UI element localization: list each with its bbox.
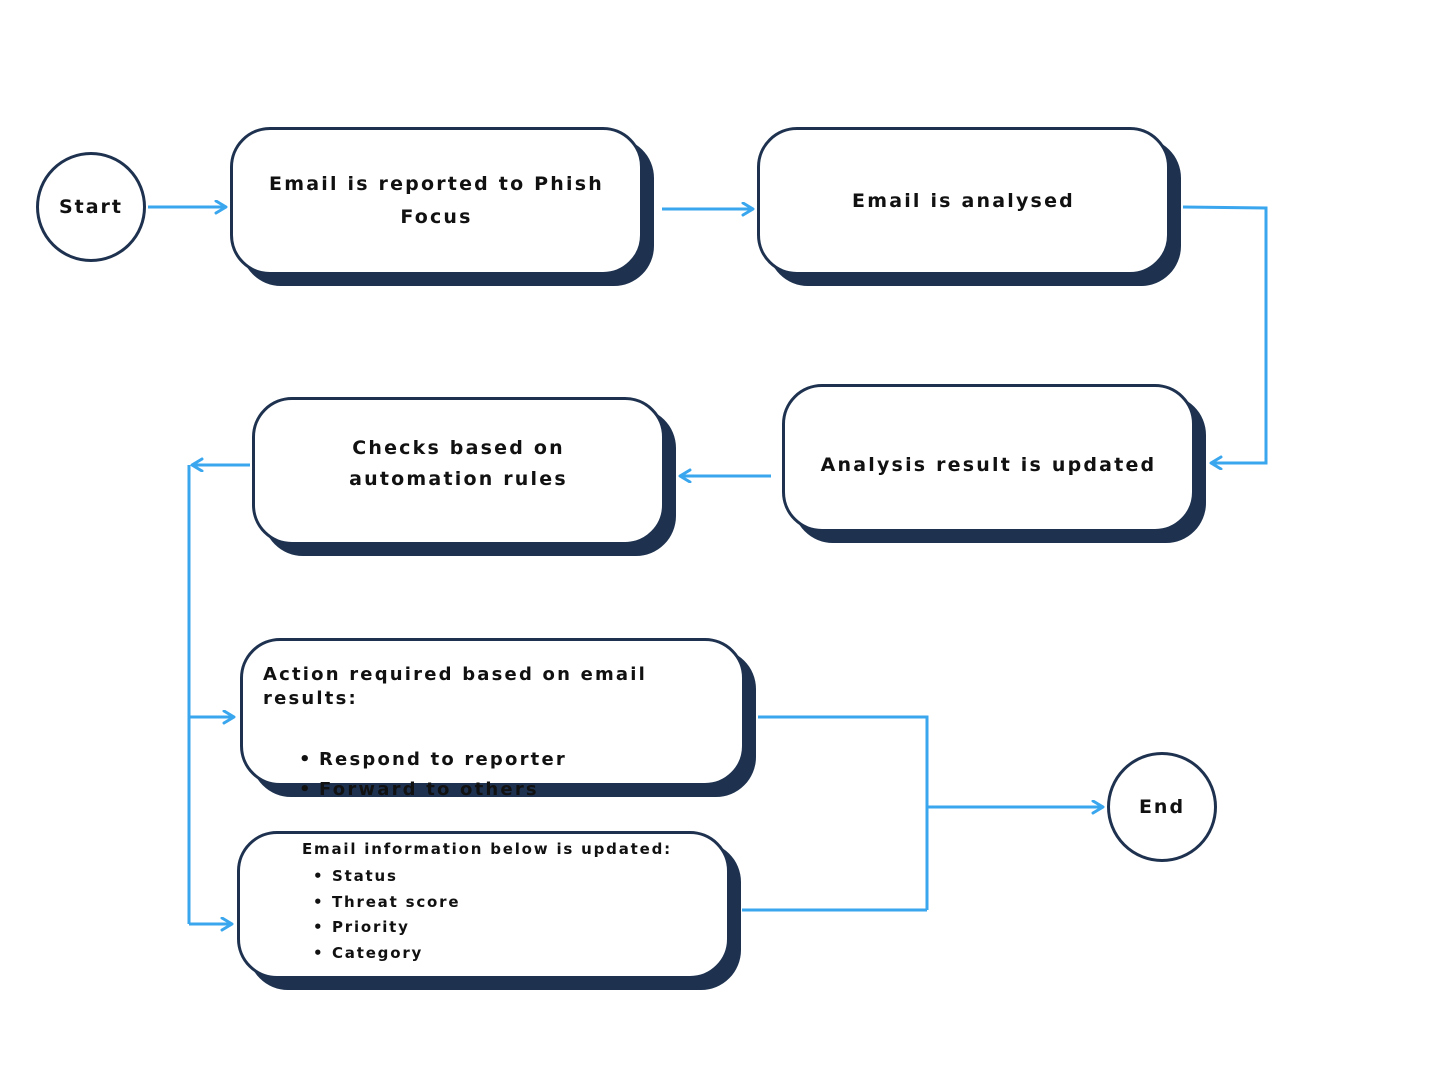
- reported-node: Email is reported to Phish Focus: [230, 127, 643, 275]
- info-item-category: Category: [313, 941, 727, 967]
- result-updated-node: Analysis result is updated: [782, 384, 1195, 532]
- info-item-threat-score: Threat score: [313, 890, 727, 916]
- action-item-respond: Respond to reporter: [299, 745, 742, 775]
- connector-action-to-merge: [758, 715, 929, 910]
- action-required-node: Action required based on email results: …: [240, 638, 745, 805]
- reported-label: Email is reported to Phish Focus: [269, 173, 604, 228]
- analysed-node: Email is analysed: [757, 127, 1170, 275]
- automation-checks-node: Checks based on automation rules: [252, 397, 665, 545]
- info-updated-node: Email information below is updated: Stat…: [237, 831, 730, 979]
- info-updated-list: Status Threat score Priority Category: [302, 864, 727, 966]
- start-node: Start: [36, 152, 146, 262]
- end-node: End: [1107, 752, 1217, 862]
- action-required-heading: Action required based on email results:: [263, 664, 648, 709]
- result-updated-label: Analysis result is updated: [820, 453, 1157, 476]
- start-label: Start: [58, 196, 124, 218]
- arrow-analysed-to-result: [1182, 205, 1268, 463]
- info-item-status: Status: [313, 864, 727, 890]
- info-updated-heading: Email information below is updated:: [302, 840, 672, 858]
- end-label: End: [1138, 796, 1186, 818]
- action-item-forward: Forward to others: [299, 775, 742, 805]
- automation-checks-label: Checks based on automation rules: [349, 437, 568, 490]
- analysed-label: Email is analysed: [852, 189, 1075, 212]
- action-required-list: Respond to reporter Forward to others: [263, 745, 742, 805]
- info-item-priority: Priority: [313, 915, 727, 941]
